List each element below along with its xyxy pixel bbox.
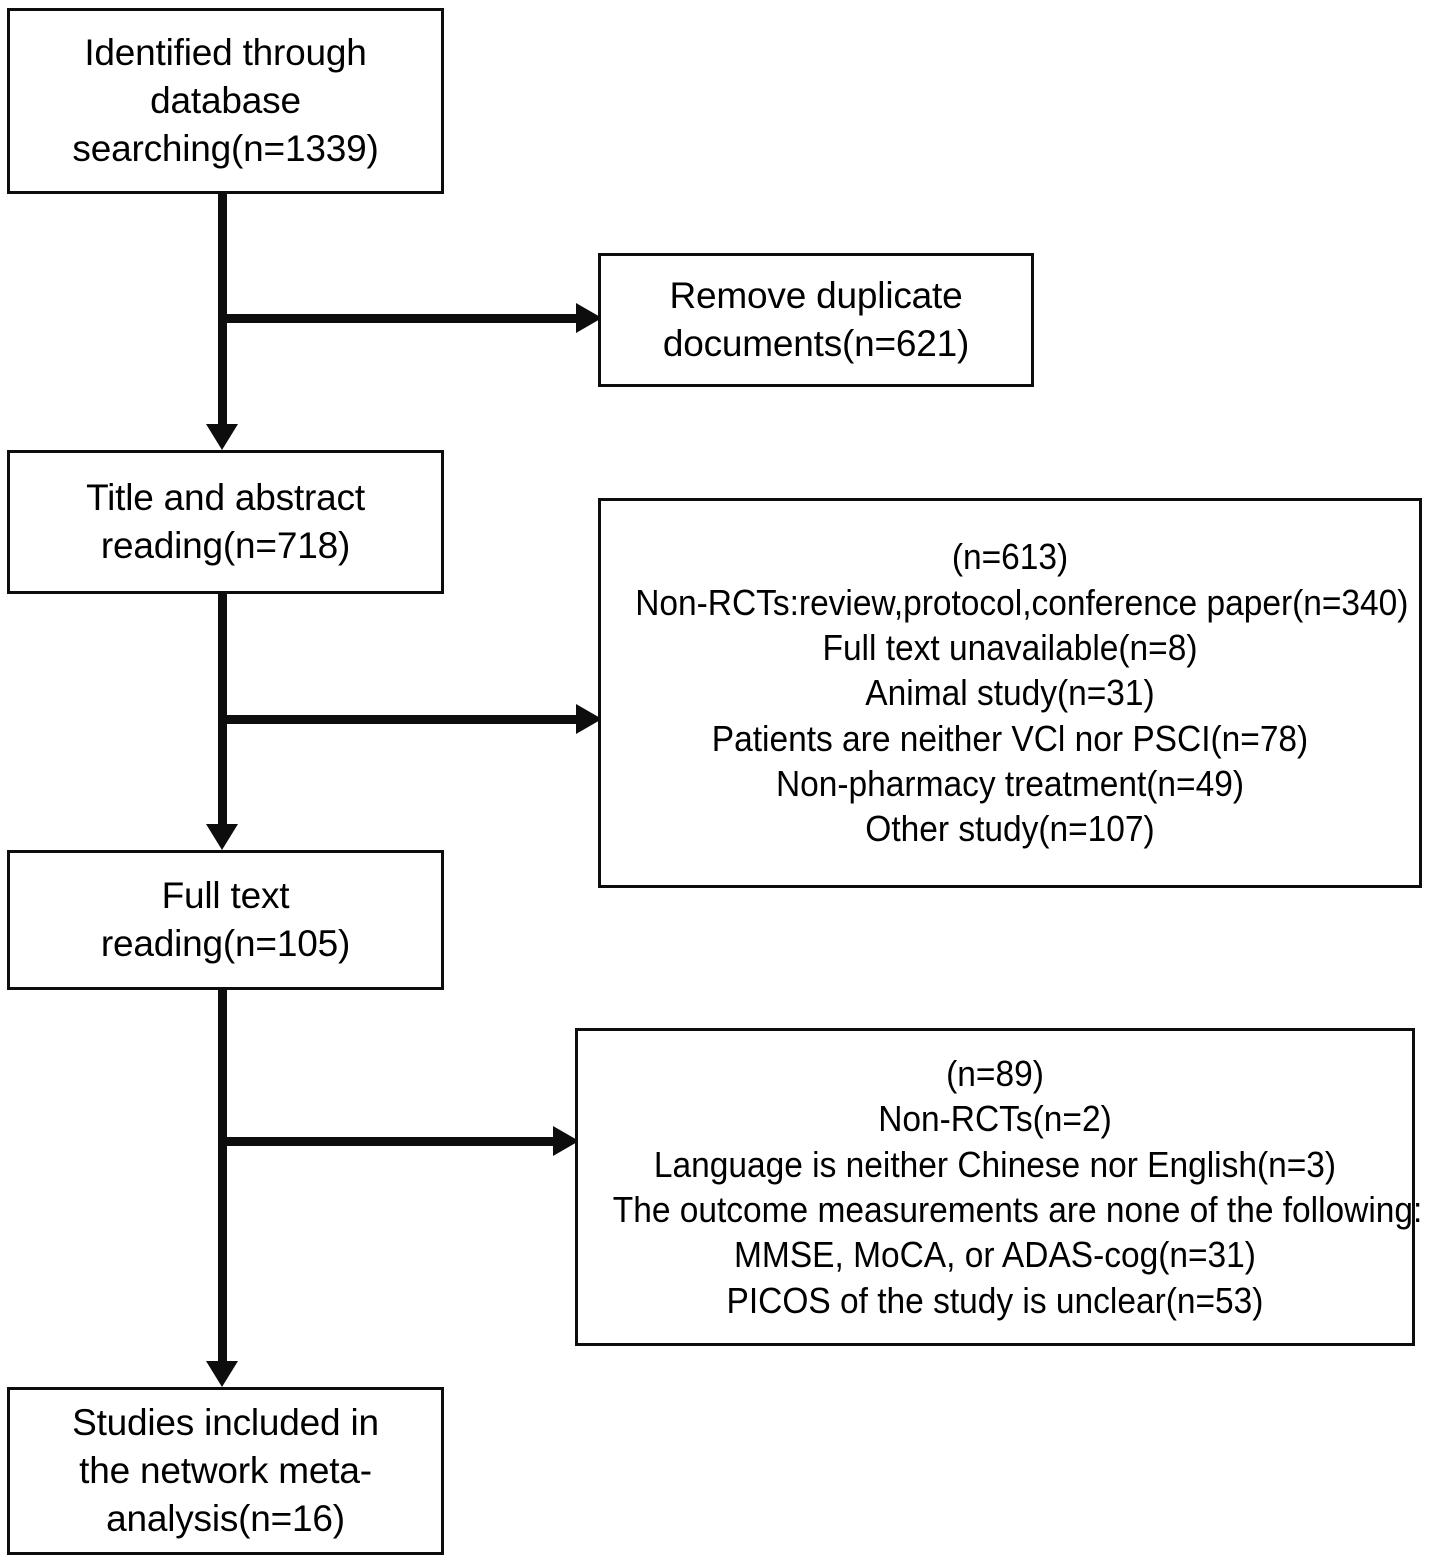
arrow-full-text-to-excluded xyxy=(553,1126,579,1156)
arrow-title-abstract-to-excluded xyxy=(576,704,602,734)
node-line: Language is neither Chinese nor English(… xyxy=(653,1143,1337,1185)
node-line: MMSE, MoCA, or ADAS-cog(n=31) xyxy=(734,1234,1256,1276)
connector-identified-to-duplicates-line xyxy=(218,314,590,323)
arrow-identified-to-title-abstract xyxy=(206,424,238,450)
node-line: Other study(n=107) xyxy=(865,808,1155,850)
node-identified-through-database-searching: Identified through database searching(n=… xyxy=(7,8,444,194)
connector-title-abstract-trunk xyxy=(218,592,227,830)
node-title-and-abstract-reading: Title and abstract reading(n=718) xyxy=(7,450,444,594)
node-line: Title and abstract xyxy=(86,476,365,518)
node-line: PICOS of the study is unclear(n=53) xyxy=(726,1279,1264,1321)
connector-full-text-to-excluded-line xyxy=(218,1137,568,1146)
connector-title-abstract-to-excluded-line xyxy=(218,715,590,724)
arrow-full-text-to-included xyxy=(206,1361,238,1387)
node-full-text-reading: Full text reading(n=105) xyxy=(7,850,444,990)
node-line: Non-pharmacy treatment(n=49) xyxy=(775,763,1244,805)
node-line: analysis(n=16) xyxy=(106,1498,345,1540)
node-line: (n=89) xyxy=(946,1052,1044,1094)
node-excluded-after-full-text-reading: (n=89) Non-RCTs(n=2) Language is neither… xyxy=(575,1028,1423,1346)
node-line: Studies included in xyxy=(72,1401,379,1443)
connector-identified-trunk xyxy=(218,192,227,430)
node-line: Full text xyxy=(161,874,290,916)
node-remove-duplicate-documents: Remove duplicate documents(n=621) xyxy=(598,253,1034,387)
node-line: reading(n=105) xyxy=(100,923,351,964)
node-line: Non-RCTs(n=2) xyxy=(878,1098,1112,1140)
node-excluded-after-title-abstract-reading: (n=613) Non-RCTs:review,protocol,confere… xyxy=(598,498,1422,888)
arrow-title-abstract-to-full-text xyxy=(206,824,238,850)
node-line: The outcome measurements are none of the… xyxy=(612,1189,1423,1230)
node-line: Identified through xyxy=(84,31,367,73)
arrow-identified-to-duplicates xyxy=(576,303,602,333)
node-studies-included-in-network-meta-analysis: Studies included in the network meta- an… xyxy=(7,1387,444,1555)
node-line: Non-RCTs:review,protocol,conference pape… xyxy=(635,581,1409,623)
node-line: (n=613) xyxy=(951,536,1069,578)
node-line: Remove duplicate xyxy=(669,274,963,316)
node-line: database xyxy=(150,79,301,121)
node-line: reading(n=718) xyxy=(100,525,351,566)
node-line: Patients are neither VCl nor PSCI(n=78) xyxy=(711,717,1309,759)
node-line: documents(n=621) xyxy=(662,323,970,364)
connector-full-text-trunk xyxy=(218,988,227,1367)
node-line: the network meta- xyxy=(79,1449,372,1491)
node-line: searching(n=1339) xyxy=(72,128,379,170)
node-line: Animal study(n=31) xyxy=(865,672,1155,714)
node-line: Full text unavailable(n=8) xyxy=(822,626,1198,668)
